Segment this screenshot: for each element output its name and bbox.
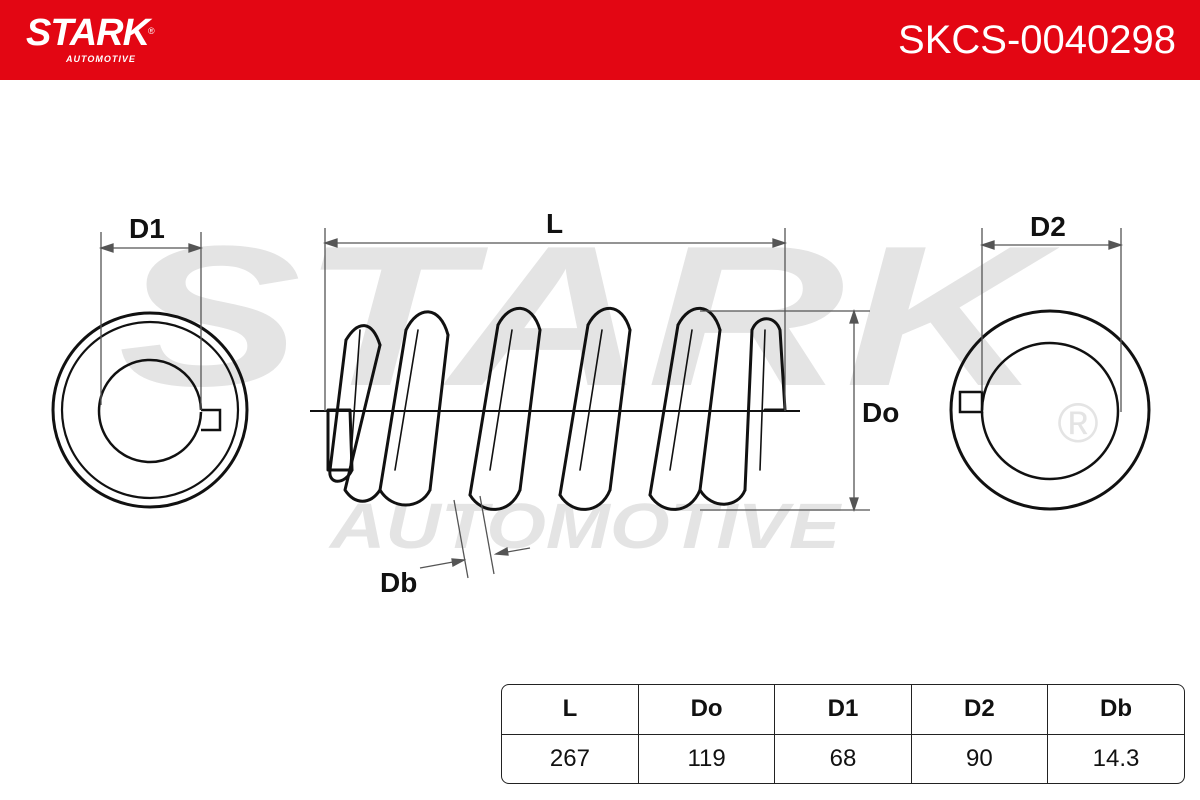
part-number: SKCS-0040298 <box>898 18 1176 62</box>
end-view-d2-wire-end <box>958 390 984 414</box>
label-outer-diameter: Do <box>862 397 900 428</box>
label-wire-diameter: Db <box>380 567 418 598</box>
header-bar: STARK AUTOMOTIVE ® SKCS-0040298 <box>0 0 1200 80</box>
spec-header-do: Do <box>637 685 775 735</box>
end-view-d1-wire-end <box>201 408 222 432</box>
spec-table-header-row: L Do D1 D2 Db <box>502 685 1184 735</box>
label-length: L <box>546 208 564 239</box>
coil-back-strand-2 <box>394 329 419 471</box>
spec-value-d1: 68 <box>774 734 912 783</box>
coil-bottom-2 <box>468 488 522 511</box>
coil-top-2 <box>404 310 450 337</box>
db-arrowheads <box>451 546 509 568</box>
label-d2: D2 <box>1030 211 1066 242</box>
end-view-d2-outer-ring <box>949 309 1151 511</box>
end-view-d1-outer-ring <box>51 311 249 509</box>
watermark-brand-name: STARK <box>118 205 1060 428</box>
spring-technical-drawing: STARK AUTOMOTIVE ® <box>51 205 1151 579</box>
end-view-d2-inner-coil <box>980 341 1120 481</box>
spec-header-l: L <box>502 685 639 735</box>
coil-strand-1 <box>343 343 382 503</box>
coil-bottom-3 <box>558 488 612 511</box>
brand-logo: STARK AUTOMOTIVE <box>26 12 150 64</box>
brand-registered-mark: ® <box>148 26 155 36</box>
coil-top-4 <box>586 306 632 332</box>
coil-top-end <box>750 317 787 412</box>
coil-back-strand-5 <box>669 329 693 471</box>
coil-top-3 <box>496 306 542 332</box>
db-extension-right <box>479 495 495 575</box>
coil-back-strand-6 <box>759 329 766 471</box>
spec-value-do: 119 <box>637 734 775 783</box>
coil-top-5 <box>676 306 722 332</box>
spec-header-d1: D1 <box>774 685 912 735</box>
end-view-d1-inner-coil <box>97 358 203 464</box>
watermark: STARK AUTOMOTIVE ® <box>118 205 1099 562</box>
d1-arrowheads <box>98 243 204 253</box>
watermark-brand-subtitle: AUTOMOTIVE <box>328 490 843 562</box>
spec-header-d2: D2 <box>910 685 1048 735</box>
length-arrowheads <box>322 238 788 248</box>
spec-value-d2: 90 <box>910 734 1048 783</box>
spec-header-db: Db <box>1047 685 1184 735</box>
spec-value-db: 14.3 <box>1047 734 1184 783</box>
d2-arrowheads <box>979 240 1124 250</box>
coil-bottom-4 <box>648 488 702 511</box>
coil-back-strand-4 <box>579 329 603 471</box>
brand-logo-name: STARK <box>26 12 150 54</box>
dimension-lines <box>98 228 1124 579</box>
db-extension-left <box>453 499 469 579</box>
watermark-registered-mark: ® <box>1057 391 1098 454</box>
coil-back-strand-3 <box>489 329 513 471</box>
spec-table: L Do D1 D2 Db 267 119 68 90 14.3 <box>501 684 1185 784</box>
coil-bottom-1 <box>378 488 432 507</box>
spec-value-l: 267 <box>549 744 590 772</box>
spec-table-value-row: 267 119 68 90 14.3 <box>502 734 1184 783</box>
coil-top-1 <box>344 324 382 347</box>
end-view-d1-middle-ring <box>60 320 240 500</box>
end-view-d2 <box>949 309 1151 511</box>
coil-bottom-5 <box>698 488 747 506</box>
label-d1: D1 <box>129 213 165 244</box>
do-arrowheads <box>849 308 859 513</box>
end-view-d1 <box>51 311 249 509</box>
brand-logo-subtitle: AUTOMOTIVE <box>66 54 136 64</box>
coil-strand-3 <box>428 333 450 492</box>
